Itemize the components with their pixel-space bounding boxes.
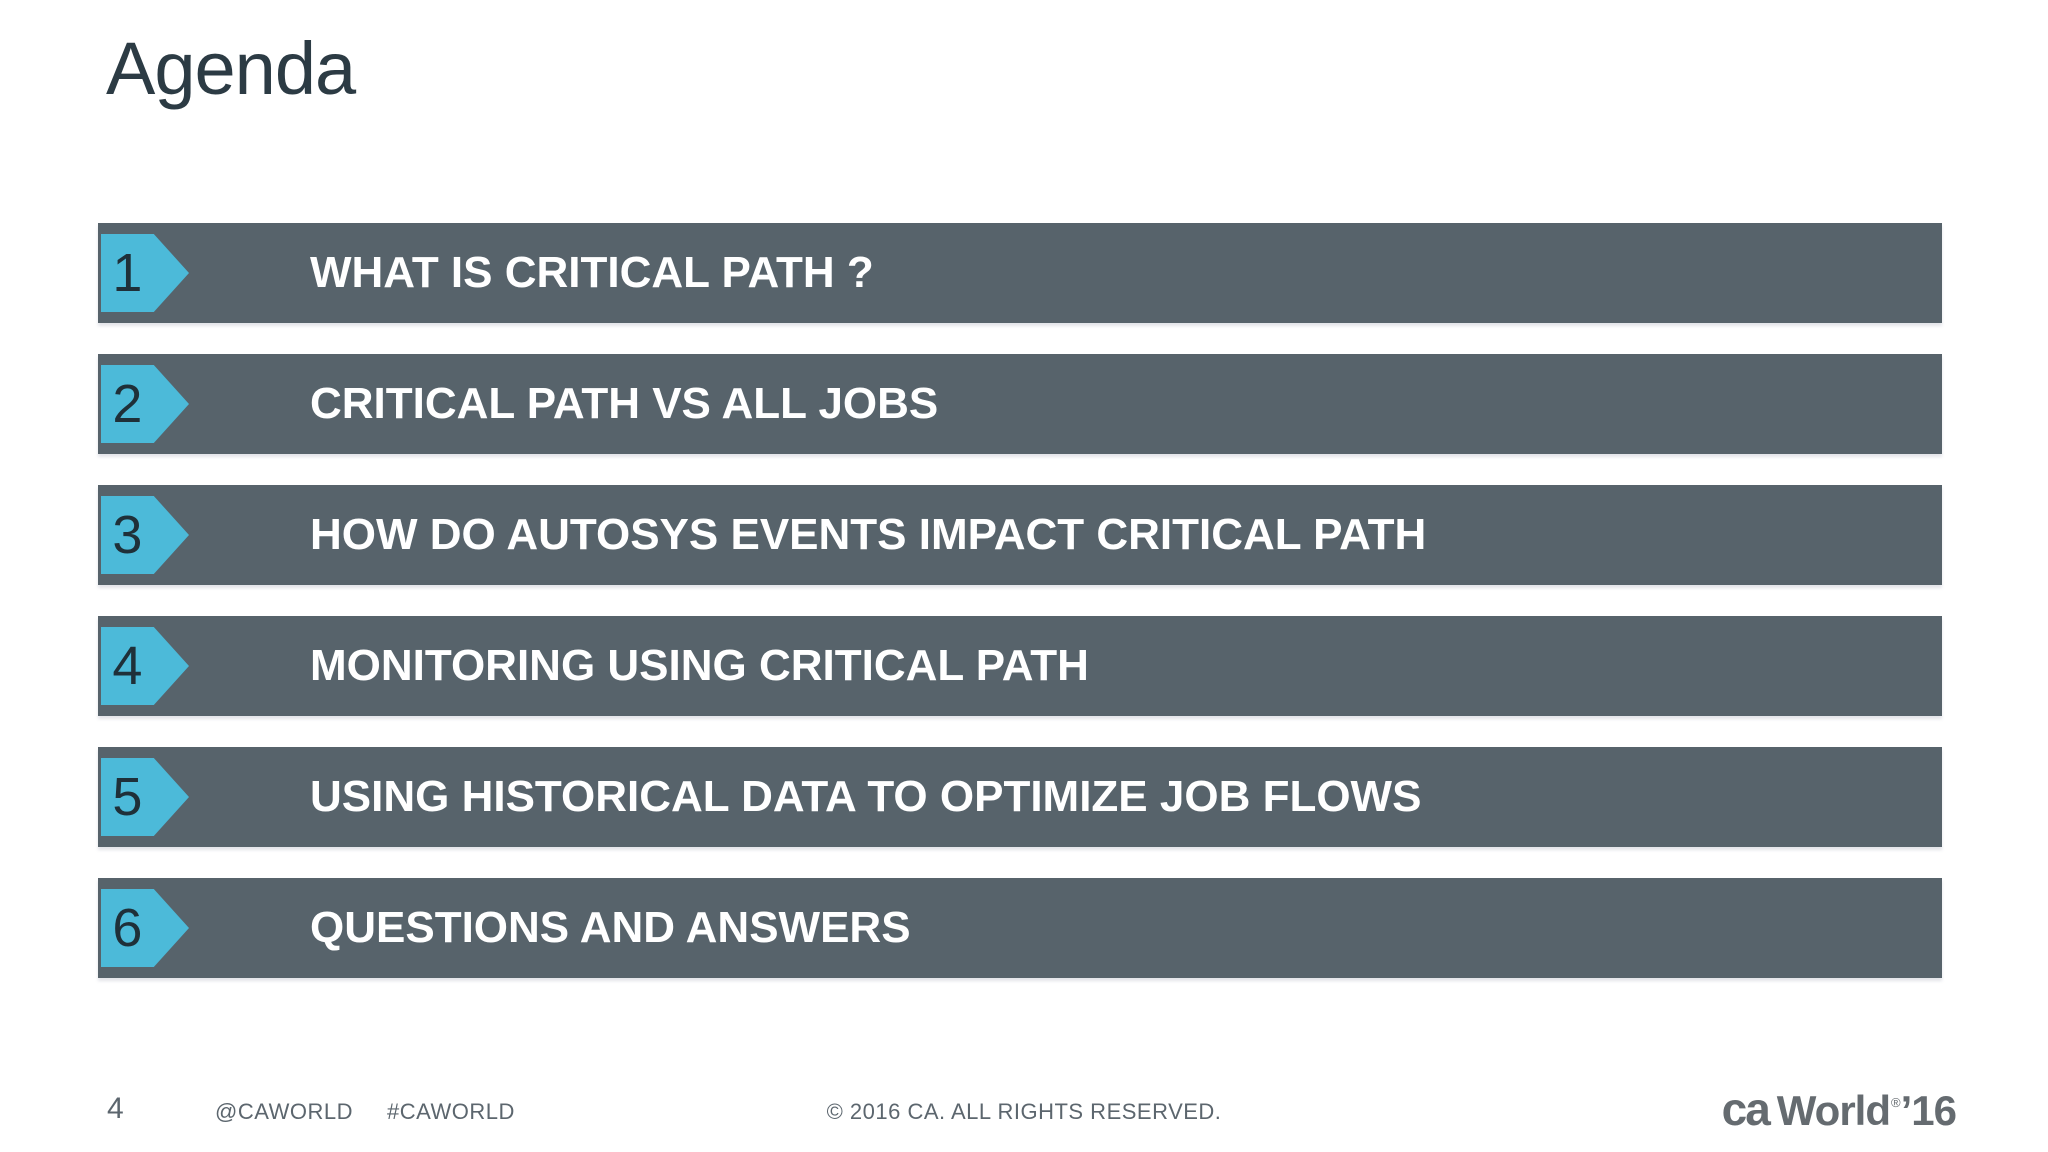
copyright-notice: © 2016 CA. ALL RIGHTS RESERVED.: [826, 1099, 1222, 1124]
agenda-item-number: 5: [112, 767, 143, 827]
footer-social: @CAWORLD #CAWORLD: [215, 1099, 515, 1125]
social-handle: @CAWORLD: [215, 1099, 353, 1124]
agenda-item-label: QUESTIONS AND ANSWERS: [310, 903, 911, 952]
chevron-arrow-icon: 3: [101, 496, 189, 574]
logo-year: ’16: [1900, 1087, 1957, 1134]
agenda-item-label: HOW DO AUTOSYS EVENTS IMPACT CRITICAL PA…: [310, 510, 1427, 559]
agenda-item-number: 1: [112, 243, 143, 303]
agenda-item-label: CRITICAL PATH VS ALL JOBS: [310, 379, 939, 428]
slide-page-number: 4: [107, 1092, 124, 1125]
agenda-list: 1 WHAT IS CRITICAL PATH ? 2 CRITICAL PAT…: [98, 223, 1942, 1009]
agenda-item-number: 3: [112, 505, 143, 565]
chevron-arrow-icon: 2: [101, 365, 189, 443]
agenda-row-4: 4 MONITORING USING CRITICAL PATH: [98, 616, 1942, 716]
logo-product-name: World: [1776, 1087, 1891, 1134]
agenda-row-5: 5 USING HISTORICAL DATA TO OPTIMIZE JOB …: [98, 747, 1942, 847]
chevron-arrow-icon: 5: [101, 758, 189, 836]
agenda-row-1: 1 WHAT IS CRITICAL PATH ?: [98, 223, 1942, 323]
chevron-arrow-icon: 4: [101, 627, 189, 705]
agenda-row-6: 6 QUESTIONS AND ANSWERS: [98, 878, 1942, 978]
agenda-item-label: USING HISTORICAL DATA TO OPTIMIZE JOB FL…: [310, 772, 1422, 821]
ca-brand-mark: ca: [1721, 1083, 1771, 1135]
agenda-row-3: 3 HOW DO AUTOSYS EVENTS IMPACT CRITICAL …: [98, 485, 1942, 585]
agenda-item-number: 2: [112, 374, 143, 434]
agenda-item-number: 4: [112, 636, 143, 696]
chevron-arrow-icon: 6: [101, 889, 189, 967]
chevron-arrow-icon: 1: [101, 234, 189, 312]
social-hashtag: #CAWORLD: [386, 1099, 515, 1124]
agenda-item-label: WHAT IS CRITICAL PATH ?: [310, 248, 874, 297]
registered-trademark-icon: ®: [1891, 1095, 1901, 1110]
page-title: Agenda: [106, 27, 356, 110]
agenda-row-2: 2 CRITICAL PATH VS ALL JOBS: [98, 354, 1942, 454]
agenda-item-label: MONITORING USING CRITICAL PATH: [310, 641, 1089, 690]
agenda-item-number: 6: [112, 898, 143, 958]
